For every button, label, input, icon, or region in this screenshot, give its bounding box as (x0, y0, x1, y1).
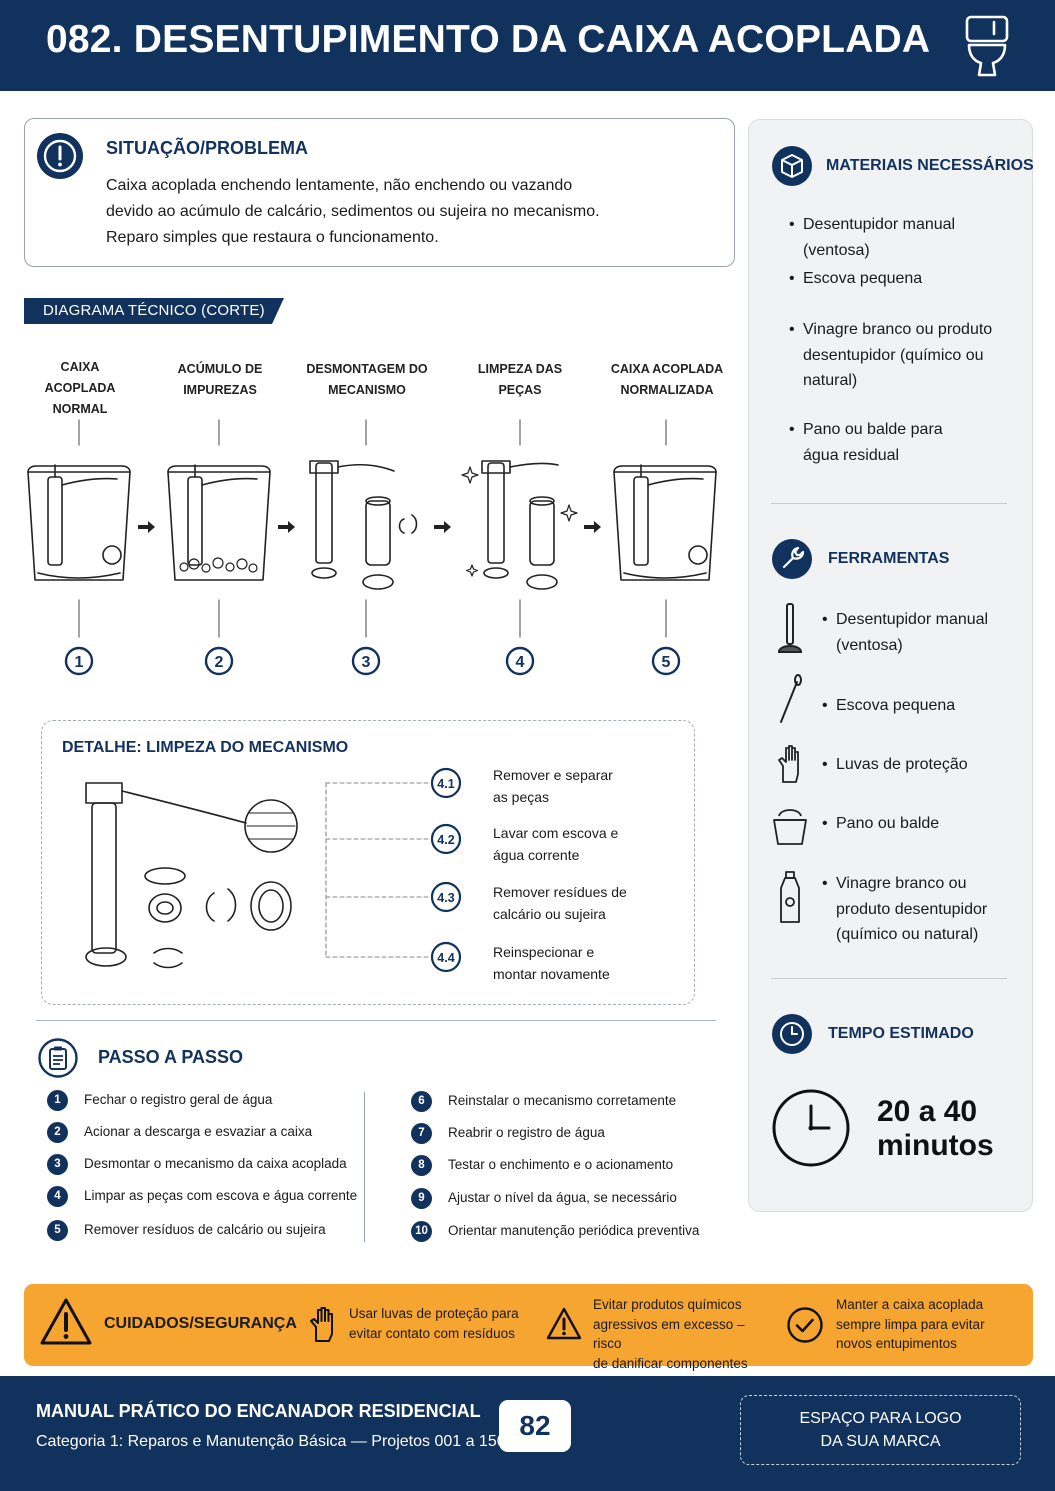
tools-title: FERRAMENTAS (828, 550, 950, 567)
page-footer: MANUAL PRÁTICO DO ENCANADOR RESIDENCIAL … (0, 1376, 1055, 1491)
problem-line: Caixa acoplada enchendo lentamente, não … (106, 177, 573, 194)
manual-title: MANUAL PRÁTICO DO ENCANADOR RESIDENCIAL (36, 1401, 481, 1421)
clean-parts-illustration (461, 460, 578, 590)
toilet-icon (965, 15, 1009, 77)
time-title: TEMPO ESTIMADO (828, 1025, 974, 1042)
tank-normal-illustration (27, 464, 131, 581)
detail-panel: DETALHE: LIMPEZA DO MECANISMO 4.1 4.2 4.… (41, 720, 695, 1005)
large-clock-icon (772, 1089, 850, 1167)
detail-number-4-2: 4.2 (437, 833, 454, 847)
sidebar-divider (771, 503, 1007, 504)
safety-title: CUIDADOS/SEGURANÇA (104, 1315, 297, 1332)
detail-number-4-4: 4.4 (437, 951, 454, 965)
steps-title: PASSO A PASSO (98, 1047, 244, 1067)
glove-icon (778, 745, 799, 783)
box-icon (772, 146, 812, 186)
warning-icon (546, 1307, 582, 1340)
tool-item: •Luvas de proteção (822, 756, 968, 773)
detail-title: DETALHE: LIMPEZA DO MECANISMO (62, 739, 349, 756)
mechanism-detail-illustration: 4.1 4.2 4.3 4.4 (85, 767, 462, 973)
problem-description: Caixa acoplada enchendo lentamente, não … (106, 173, 666, 251)
clipboard-icon (38, 1038, 78, 1078)
clock-icon (772, 1014, 812, 1054)
steps-column-divider (364, 1092, 365, 1242)
diagram-section-label: DIAGRAMA TÉCNICO (CORTE) (24, 298, 284, 324)
sidebar-divider (771, 978, 1007, 979)
brush-icon (780, 674, 802, 723)
plunger-icon (777, 603, 803, 653)
section-divider (36, 1020, 716, 1021)
problem-panel: SITUAÇÃO/PROBLEMA Caixa acoplada enchend… (24, 118, 735, 267)
technical-diagram: 1 2 3 4 5 (27, 419, 717, 676)
page-number: 82 (499, 1400, 571, 1452)
page-header: 082. DESENTUPIMENTO DA CAIXA ACOPLADA (0, 0, 1055, 91)
warning-icon (40, 1298, 92, 1345)
stage-number-2: 2 (215, 654, 224, 671)
alert-circle-icon (37, 133, 83, 179)
bottle-icon (780, 871, 800, 923)
tool-item: •Desentupidor manual(ventosa) (822, 611, 989, 654)
detail-number-4-1: 4.1 (437, 777, 454, 791)
tool-item: •Pano ou balde (822, 815, 940, 832)
stage-number-4: 4 (516, 654, 525, 671)
problem-line: devido ao acúmulo de calcário, sedimento… (106, 203, 600, 220)
diagram-section-title: DIAGRAMA TÉCNICO (CORTE) (43, 302, 265, 319)
stage-number-1: 1 (75, 654, 84, 671)
material-item: •Desentupidor manual (ventosa) (789, 216, 956, 259)
manual-subtitle: Categoria 1: Reparos e Manutenção Básica… (36, 1433, 506, 1450)
material-item: •Escova pequena (789, 270, 923, 287)
detail-number-4-3: 4.3 (437, 891, 454, 905)
problem-line: Reparo simples que restaura o funcioname… (106, 229, 439, 246)
tank-normalized-illustration (613, 464, 717, 581)
page-title: 082. DESENTUPIMENTO DA CAIXA ACOPLADA (46, 18, 931, 61)
stage-number-5: 5 (662, 654, 671, 671)
tool-item: •Escova pequena (822, 697, 956, 714)
check-circle-icon (787, 1307, 823, 1343)
problem-title: SITUAÇÃO/PROBLEMA (106, 138, 308, 158)
glove-icon (310, 1307, 333, 1342)
wrench-icon (772, 539, 812, 579)
dismantled-mechanism-illustration (309, 460, 418, 590)
tank-clogged-illustration (167, 464, 271, 581)
stage-number-3: 3 (362, 654, 371, 671)
safety-bar: CUIDADOS/SEGURANÇA Usar luvas de proteçã… (24, 1284, 1033, 1371)
resources-sidebar: MATERIAIS NECESSÁRIOS •Desentupidor manu… (748, 119, 1034, 1212)
materials-title: MATERIAIS NECESSÁRIOS (826, 157, 1034, 174)
bucket-icon (773, 809, 807, 845)
